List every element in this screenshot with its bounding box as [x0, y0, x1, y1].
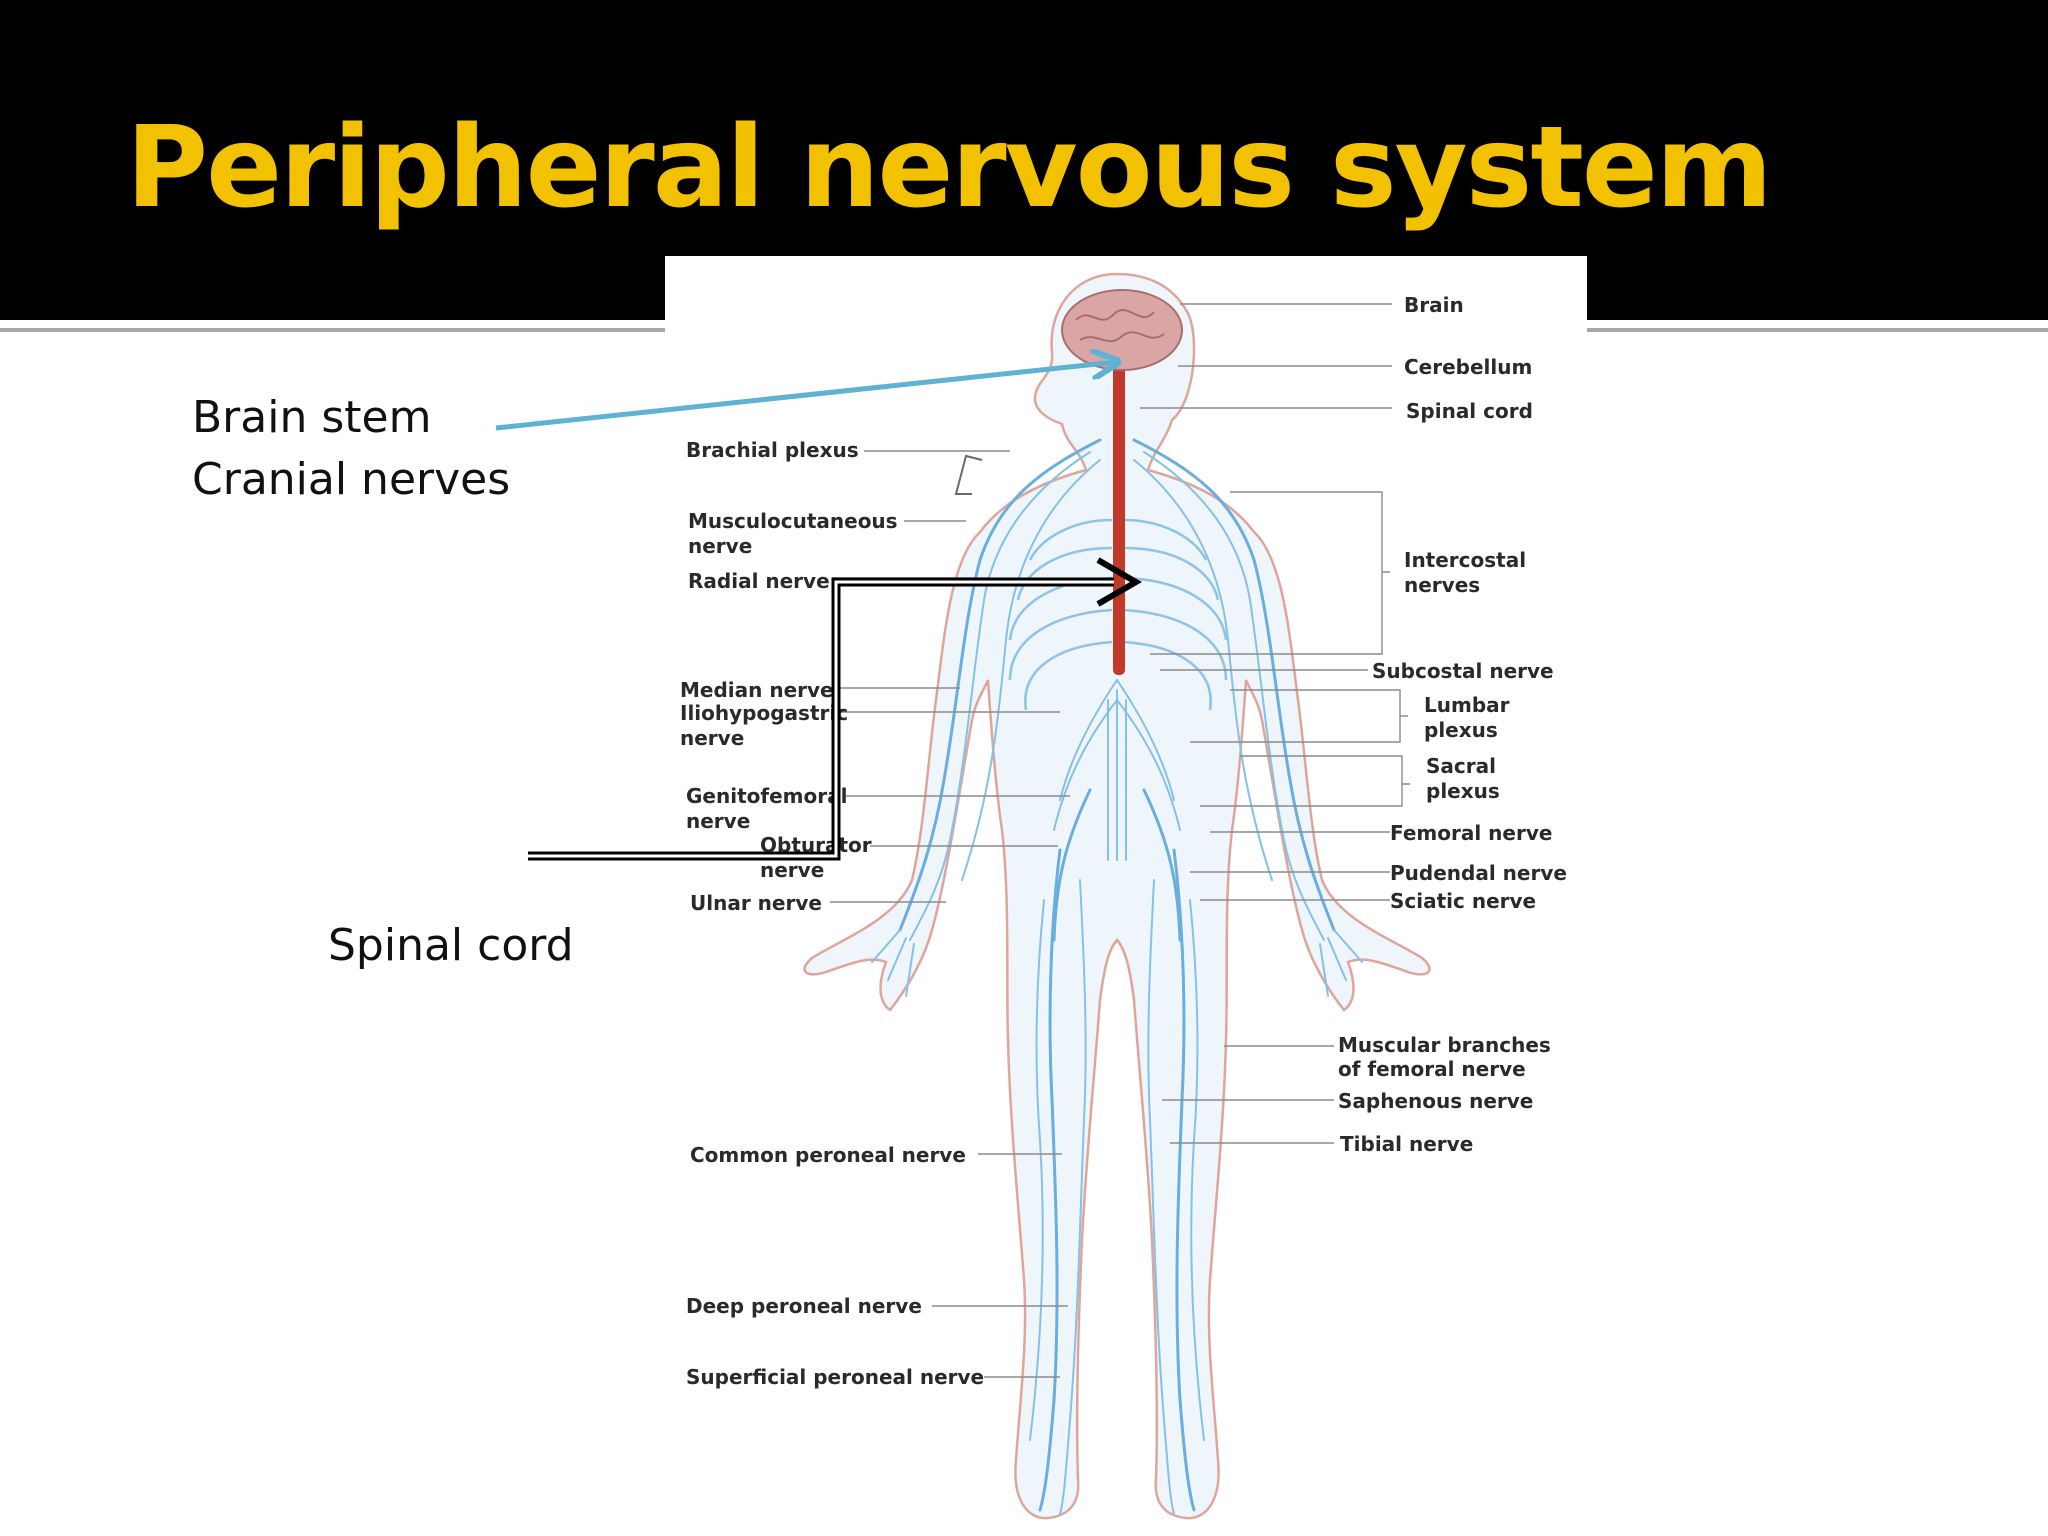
label-musculocutaneous: Musculocutaneous: [688, 509, 898, 533]
label-cerebellum: Cerebellum: [1404, 355, 1532, 379]
label-genitofemoral-nerve: nerve: [686, 809, 750, 833]
label-muscular-branches: Muscular branches: [1338, 1033, 1551, 1057]
label-brachial-plexus: Brachial plexus: [686, 438, 859, 462]
label-common-peroneal-nerve: Common peroneal nerve: [690, 1143, 966, 1167]
ribcage: [1008, 518, 1228, 711]
leader-lines-right: [1140, 303, 1410, 1144]
label-musculocutaneous-nerve: nerve: [688, 534, 752, 558]
label-subcostal-nerve: Subcostal nerve: [1372, 659, 1554, 683]
labels-right: Brain Cerebellum Spinal cord Intercostal…: [1338, 293, 1567, 1156]
spinal-cord-shape: [1113, 355, 1125, 675]
label-obturator-nerve: nerve: [760, 858, 824, 882]
label-ulnar-nerve: Ulnar nerve: [690, 891, 822, 915]
label-intercostal-nerves: nerves: [1404, 573, 1480, 597]
brain-folds: [1075, 308, 1165, 343]
label-brain: Brain: [1404, 293, 1464, 317]
brainstem-callout-line: Brain stem: [192, 392, 432, 443]
label-lumbar-plexus: plexus: [1424, 718, 1498, 742]
label-femoral-nerve: Femoral nerve: [1390, 821, 1552, 845]
brain-shape: [1061, 289, 1183, 371]
slide-title: Peripheral nervous system: [126, 103, 1773, 233]
label-of-femoral-nerve: of femoral nerve: [1338, 1057, 1526, 1081]
brainstem-arrow: [495, 362, 1116, 431]
label-sacral: Sacral: [1426, 754, 1496, 778]
label-superficial-peroneal-nerve: Superficial peroneal nerve: [686, 1365, 984, 1389]
brachial-plexus-bracket: [954, 454, 983, 495]
peripheral-nerves: [871, 438, 1363, 1515]
label-radial-nerve: Radial nerve: [688, 569, 830, 593]
label-iliohypogastric-nerve: nerve: [680, 726, 744, 750]
label-intercostal: Intercostal: [1404, 548, 1526, 572]
label-pudendal-nerve: Pudendal nerve: [1390, 861, 1567, 885]
cranial-nerves-callout-line: Cranial nerves: [192, 454, 511, 505]
label-tibial-nerve: Tibial nerve: [1340, 1132, 1473, 1156]
spinal-cord-arrow: [528, 557, 1142, 861]
label-genitofemoral: Genitofemoral: [686, 784, 847, 808]
labels-left: Brachial plexus Musculocutaneous nerve R…: [680, 438, 984, 1389]
label-saphenous-nerve: Saphenous nerve: [1338, 1089, 1533, 1113]
label-lumbar: Lumbar: [1424, 693, 1510, 717]
label-median-nerve: Median nerve: [680, 678, 834, 702]
label-deep-peroneal-nerve: Deep peroneal nerve: [686, 1294, 922, 1318]
label-spinal-cord: Spinal cord: [1406, 399, 1533, 423]
label-sciatic-nerve: Sciatic nerve: [1390, 889, 1536, 913]
spinal-cord-callout: Spinal cord: [328, 920, 574, 971]
label-iliohypogastric: Iliohypogastric: [680, 701, 848, 725]
label-sacral-plexus: plexus: [1426, 779, 1500, 803]
brainstem-callout: Brain stem Cranial nerves: [192, 387, 510, 511]
